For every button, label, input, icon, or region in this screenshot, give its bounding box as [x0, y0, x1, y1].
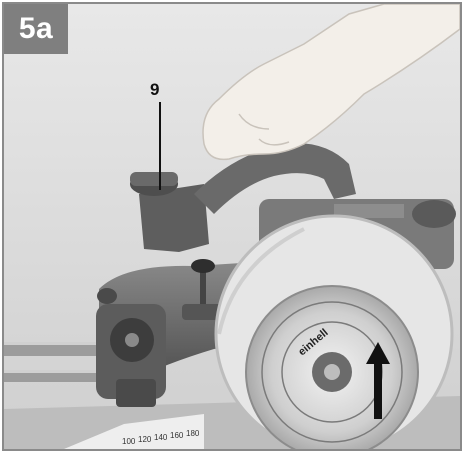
guide-rail-upper	[4, 342, 124, 356]
callout-leader-line	[159, 102, 161, 190]
hand-image	[202, 4, 460, 161]
callout-number: 9	[150, 80, 160, 99]
figure-frame: einhell 100 120 140 160 180	[2, 2, 462, 451]
scale-number-180: 180	[186, 429, 200, 438]
saw-photo: einhell 100 120 140 160 180	[4, 4, 460, 449]
arrow-up-icon	[366, 342, 390, 419]
scale-number-120: 120	[138, 435, 152, 444]
figure-label-badge: 5a	[4, 4, 68, 54]
dust-extraction-hood-icon	[130, 143, 356, 252]
fence-scale	[64, 414, 204, 449]
scale-number-160: 160	[170, 431, 184, 440]
scale-number-140: 140	[154, 433, 168, 442]
scale-number-100: 100	[122, 437, 136, 446]
